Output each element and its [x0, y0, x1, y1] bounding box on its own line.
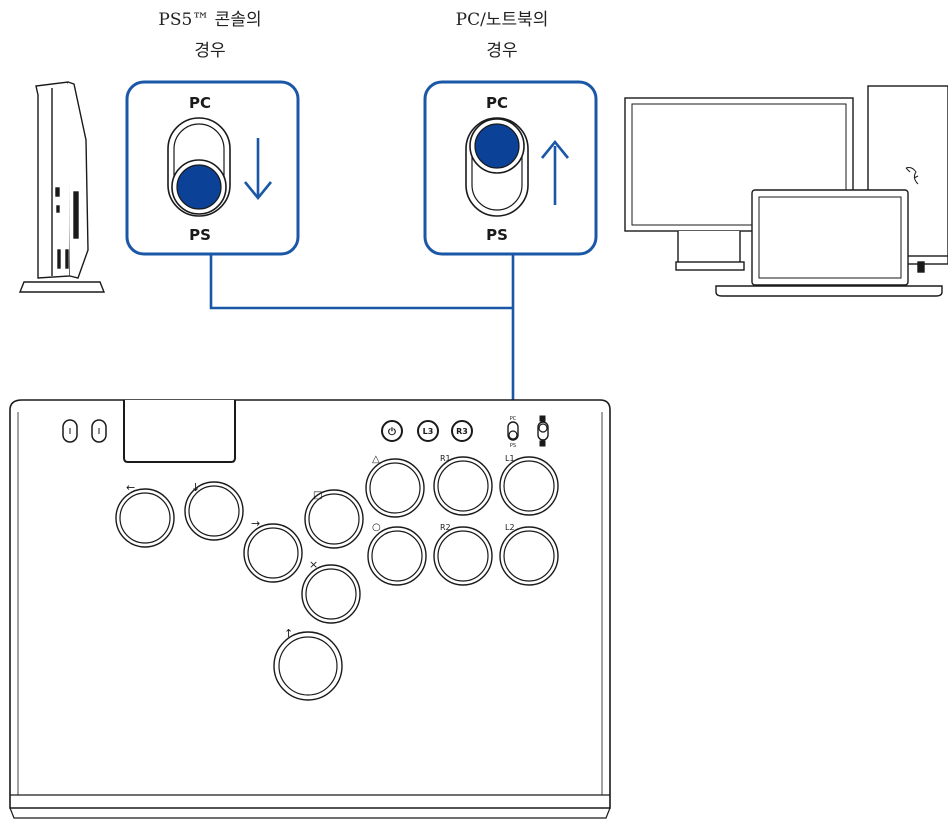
caption-ps5-line2: 경우	[194, 41, 226, 61]
right-button[interactable]	[243, 523, 303, 583]
r1-button[interactable]	[433, 456, 493, 516]
mode-switch-bottom-label: PS	[510, 443, 516, 449]
circle-button-label: ○	[372, 522, 381, 533]
l3-button[interactable]	[417, 420, 439, 442]
switch-pc-top-label: PC	[486, 94, 508, 112]
down-button[interactable]	[184, 481, 244, 541]
playstation-logo-icon: ⏻	[388, 426, 396, 438]
switch-panel-ps5: PC PS	[125, 80, 300, 256]
r2-button-label: R2	[440, 523, 451, 532]
connector-lines	[209, 254, 515, 404]
square-button-label: □	[313, 490, 322, 501]
r2-button[interactable]	[433, 526, 493, 586]
square-button[interactable]	[304, 489, 364, 549]
ps-home-button[interactable]	[381, 420, 403, 442]
cross-button[interactable]	[301, 564, 361, 624]
left-button-label: ←	[126, 481, 135, 494]
r1-button-label: R1	[440, 454, 451, 463]
switch-ps5-top-label: PC	[189, 94, 211, 112]
triangle-button[interactable]	[365, 458, 425, 518]
l1-button-label: L1	[505, 454, 515, 463]
caption-ps5-line1: PS5™ 콘솔의	[158, 10, 262, 30]
r3-label: R3	[456, 427, 468, 436]
down-button-label: ↓	[191, 481, 200, 494]
l2-button[interactable]	[499, 526, 559, 586]
switch-pc-knob	[474, 123, 520, 169]
laptop-icon	[715, 189, 943, 297]
triangle-button-label: △	[372, 454, 380, 465]
caption-pc-line1: PC/노트북의	[455, 10, 549, 30]
caption-pc-line2: 경우	[486, 41, 518, 61]
switch-pc-bottom-label: PS	[486, 226, 508, 244]
razer-logo-icon	[905, 167, 919, 185]
switch-panel-pc: PC PS	[423, 80, 598, 256]
right-button-label: →	[251, 517, 260, 530]
up-button-label: ↑	[284, 627, 293, 640]
caption-ps5: PS5™ 콘솔의 경우	[110, 5, 310, 67]
arrow-down-icon	[243, 138, 273, 201]
ps5-console-icon	[18, 81, 106, 293]
left-button[interactable]	[115, 488, 175, 548]
lock-icon	[539, 415, 546, 447]
l3-label: L3	[423, 427, 434, 436]
up-button[interactable]	[273, 631, 343, 701]
l2-button-label: L2	[505, 523, 515, 532]
switch-ps5-knob	[176, 164, 222, 210]
mode-switch-top-label: PC	[510, 416, 517, 422]
switch-ps5-bottom-label: PS	[189, 226, 211, 244]
l1-button[interactable]	[499, 456, 559, 516]
circle-button[interactable]	[367, 526, 427, 586]
caption-pc: PC/노트북의 경우	[402, 5, 602, 67]
action-buttons: ← ↓ → □ △ R1 L1 × ○	[115, 454, 559, 701]
cross-button-label: ×	[309, 558, 318, 571]
r3-button[interactable]	[451, 420, 473, 442]
arrow-up-icon	[540, 139, 570, 205]
